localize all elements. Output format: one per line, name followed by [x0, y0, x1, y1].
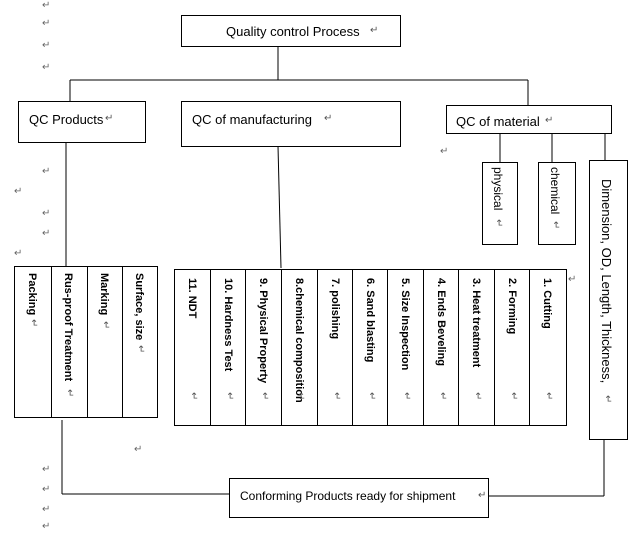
manufacturing-step-label: 6. Sand blasting [364, 278, 376, 363]
manufacturing-table: 11. NDT↵10. Hardness Test↵9. Physical Pr… [174, 269, 567, 426]
paragraph-mark: ↵ [42, 62, 51, 73]
qc-manufacturing-label: QC of manufacturing [192, 112, 312, 127]
return-mark: ↵ [543, 392, 554, 401]
return-mark: ↵ [366, 392, 377, 401]
paragraph-mark: ↵ [568, 274, 577, 285]
physical-box: physical ↵ [482, 162, 518, 245]
chemical-label: chemical [548, 167, 562, 215]
manufacturing-row: 11. NDT↵10. Hardness Test↵9. Physical Pr… [175, 270, 566, 425]
title-box: Quality control Process ↵ [181, 15, 401, 47]
product-cell: Surface, size ↵ [122, 267, 157, 417]
manufacturing-step-cell: 6. Sand blasting ↵ [353, 270, 388, 425]
dimension-label: Dimension, OD, Length, Thickness, [599, 179, 614, 384]
return-mark: ↵ [259, 392, 270, 401]
paragraph-mark: ↵ [42, 228, 51, 239]
manufacturing-step-cell: 4. Ends Beveling ↵ [424, 270, 459, 425]
qc-material-label: QC of material [456, 114, 540, 129]
manufacturing-step-label: 11. NDT [186, 278, 198, 319]
paragraph-mark: ↵ [42, 521, 51, 532]
return-mark: ↵ [545, 115, 554, 126]
manufacturing-step-label: 7. polishing [329, 278, 341, 340]
paragraph-mark: ↵ [42, 464, 51, 475]
qc-material-box: QC of material ↵ [446, 105, 612, 134]
manufacturing-step-cell: 2. Forming ↵ [495, 270, 530, 425]
dimension-box: Dimension, OD, Length, Thickness, ↵ [589, 160, 628, 440]
qc-manufacturing-box: QC of manufacturing ↵ [181, 101, 401, 147]
result-box: Conforming Products ready for shipment ↵ [229, 478, 489, 518]
return-mark: ↵ [370, 25, 379, 36]
product-item-label: Marking [98, 273, 110, 316]
paragraph-mark: ↵ [42, 18, 51, 29]
manufacturing-step-cell: 7. polishing ↵ [318, 270, 353, 425]
return-mark: ↵ [550, 221, 561, 230]
product-item-label: Surface, size [133, 273, 145, 341]
return-mark: ↵ [224, 392, 235, 401]
paragraph-mark: ↵ [42, 484, 51, 495]
manufacturing-step-cell: 1. Cutting ↵ [530, 270, 566, 425]
return-mark: ↵ [602, 395, 613, 404]
return-mark: ↵ [331, 392, 342, 401]
manufacturing-step-cell: 5. Size Inspection ↵ [388, 270, 424, 425]
manufacturing-step-label: 4. Ends Beveling [435, 278, 447, 367]
return-mark: ↵ [105, 113, 114, 124]
return-mark: ↵ [324, 113, 333, 124]
paragraph-mark: ↵ [14, 248, 23, 259]
qc-products-box: QC Products ↵ [18, 101, 146, 143]
manufacturing-step-label: 5. Size Inspection [399, 278, 411, 371]
return-mark: ↵ [437, 392, 448, 401]
manufacturing-step-label: 8.chemical composition [293, 278, 305, 403]
manufacturing-step-cell: 3. Heat treatment ↵ [459, 270, 495, 425]
manufacturing-step-label: 3. Heat treatment [470, 278, 482, 368]
paragraph-mark: ↵ [440, 146, 449, 157]
product-cell: Marking ↵ [87, 267, 123, 417]
return-mark: ↵ [508, 392, 519, 401]
result-label: Conforming Products ready for shipment [240, 489, 456, 503]
manufacturing-step-label: 1. Cutting [541, 278, 553, 329]
manufacturing-step-cell: 9. Physical Property ↵ [246, 270, 282, 425]
product-cell: Rus-proof Treatment ↵ [51, 267, 88, 417]
return-mark: ↵ [401, 392, 412, 401]
product-item-label: Packing [26, 273, 38, 316]
product-cell: Packing ↵ [15, 267, 52, 417]
chemical-box: chemical ↵ [538, 162, 576, 245]
products-table: Packing ↵ Rus-proof Treatment ↵ Marking … [14, 266, 158, 418]
return-mark: ↵ [135, 345, 146, 354]
qc-products-label: QC Products [29, 112, 104, 127]
return-mark: ↵ [100, 321, 111, 330]
manufacturing-step-label: 9. Physical Property [257, 278, 269, 384]
return-mark: ↵ [295, 392, 306, 401]
return-mark: ↵ [64, 389, 75, 398]
manufacturing-step-label: 2. Forming [506, 278, 518, 335]
paragraph-mark: ↵ [42, 40, 51, 51]
paragraph-mark: ↵ [14, 186, 23, 197]
manufacturing-step-label: 10. Hardness Test [222, 278, 234, 372]
physical-label: physical [491, 167, 505, 211]
paragraph-mark: ↵ [134, 444, 143, 455]
paragraph-mark: ↵ [42, 504, 51, 515]
return-mark: ↵ [188, 392, 199, 401]
title-text: Quality control Process [226, 24, 360, 39]
paragraph-mark: ↵ [42, 0, 51, 11]
return-mark: ↵ [478, 490, 487, 501]
manufacturing-step-cell: 8.chemical composition↵ [282, 270, 318, 425]
return-mark: ↵ [493, 219, 504, 228]
return-mark: ↵ [28, 319, 39, 328]
paragraph-mark: ↵ [42, 166, 51, 177]
manufacturing-step-cell: 11. NDT ↵ [175, 270, 211, 425]
paragraph-mark: ↵ [42, 208, 51, 219]
product-item-label: Rus-proof Treatment [62, 273, 74, 382]
return-mark: ↵ [472, 392, 483, 401]
manufacturing-step-cell: 10. Hardness Test ↵ [211, 270, 246, 425]
